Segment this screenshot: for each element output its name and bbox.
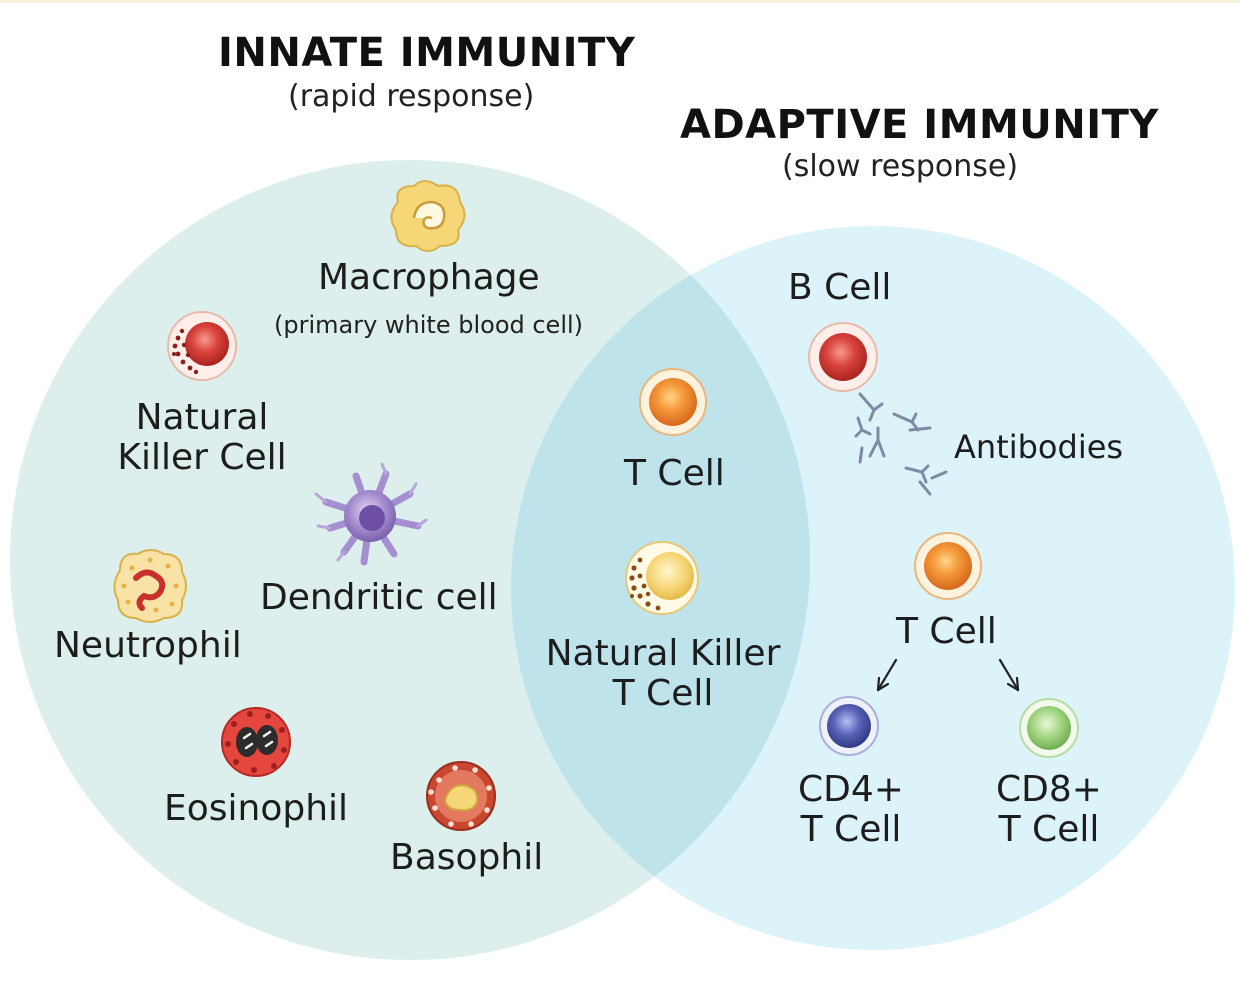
innate-title: INNATE IMMUNITY [218, 30, 636, 76]
natural-killer-t-line2: T Cell [612, 673, 714, 715]
natural-killer-cell-icon [167, 311, 237, 381]
eosinophil-label: Eosinophil [164, 788, 349, 829]
cd4-line2: T Cell [800, 809, 902, 851]
adaptive-title: ADAPTIVE IMMUNITY [680, 102, 1159, 148]
eosinophil-icon [221, 707, 291, 777]
arrow-to-cd8-icon [998, 658, 1020, 692]
macrophage-icon [390, 180, 466, 252]
dendritic-cell-label: Dendritic cell [260, 577, 498, 618]
antibodies-icon [854, 392, 948, 496]
t-cell-adaptive-label: T Cell [896, 611, 997, 652]
natural-killer-line1: Natural [135, 397, 269, 438]
t-cell-overlap-label: T Cell [624, 453, 725, 494]
natural-killer-t-cell-icon [625, 541, 699, 615]
natural-killer-t-line1: Natural Killer [545, 633, 781, 674]
macrophage-label: Macrophage [318, 257, 540, 298]
cd4-t-cell-icon [819, 696, 879, 756]
cd8-line2: T Cell [998, 809, 1100, 851]
arrow-to-cd4-icon [876, 658, 898, 692]
dendritic-cell-icon [314, 462, 428, 566]
natural-killer-t-cell-label: Natural Killer T Cell [538, 633, 788, 715]
innate-subtitle: (rapid response) [288, 79, 535, 114]
neutrophil-label: Neutrophil [54, 625, 242, 666]
macrophage-note: (primary white blood cell) [274, 311, 584, 339]
basophil-icon [426, 761, 496, 831]
basophil-label: Basophil [390, 837, 544, 878]
natural-killer-line2: Killer Cell [117, 437, 287, 479]
cd8-t-cell-label: CD8+ T Cell [974, 769, 1124, 851]
cd8-t-cell-icon [1019, 698, 1079, 758]
t-cell-overlap-icon [639, 368, 707, 436]
top-border [0, 0, 1240, 3]
adaptive-subtitle: (slow response) [782, 149, 1019, 184]
b-cell-icon [808, 322, 878, 392]
t-cell-adaptive-icon [914, 532, 982, 600]
natural-killer-cell-label: Natural Killer Cell [110, 397, 294, 479]
cd8-line1: CD8+ [996, 769, 1102, 810]
antibodies-label: Antibodies [954, 428, 1124, 466]
cd4-line1: CD4+ [798, 769, 904, 810]
cd4-t-cell-label: CD4+ T Cell [776, 769, 926, 851]
neutrophil-icon [113, 549, 187, 623]
b-cell-label: B Cell [788, 267, 892, 308]
